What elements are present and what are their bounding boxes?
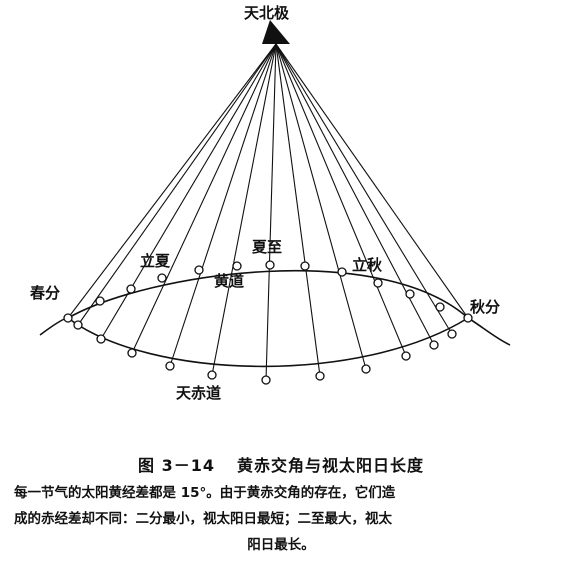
ecliptic-curve [67,270,469,319]
ecliptic-term-point [126,284,136,294]
ecliptic-term-point [232,261,242,271]
ecliptic-term-point [194,265,204,275]
caption-line-1: 每一节气的太阳黄经差都是 15°。由于黄赤交角的存在，它们造 [14,485,396,501]
figure-title: 黄赤交角与视太阳日长度 [236,456,424,475]
meridian-line [275,43,469,319]
meridian-line [275,43,367,370]
figure-number: 图 3－14 [138,456,215,475]
ecliptic-equator-diagram: 天北极 春分 秋分 立夏 夏至 立秋 黄道 天赤道 [30,4,511,402]
caption-line-2: 成的赤经差却不同：二分最小，视太阳日最短；二至最大，视太 [14,511,392,527]
meridian-line [275,43,435,346]
ecliptic-term-point [300,261,310,271]
meridian-line [265,43,277,381]
equator-term-point [401,351,411,361]
equator-term-point [96,334,106,344]
ecliptic-label: 黄道 [214,272,244,290]
meridian-line [275,43,407,357]
equator-term-point [165,361,175,371]
meridian-line [275,43,321,377]
north-pole-label: 天北极 [244,4,290,22]
start-summer-label: 立夏 [140,252,171,270]
hour-circle-lines [67,43,469,381]
meridian-line [131,43,277,354]
caption-line-3: 阳日最长。 [247,537,315,553]
meridian-line [211,43,277,376]
ecliptic-term-point [435,302,445,312]
start-autumn-label: 立秋 [352,256,383,274]
ecliptic-term-point [95,296,105,306]
equator-term-point [73,320,83,330]
autumn-equinox-label: 秋分 [470,298,500,316]
equator-term-point [127,348,137,358]
equator-term-point [429,340,439,350]
ecliptic-term-point [463,313,473,323]
meridian-line [67,43,277,319]
ecliptic-term-point [337,267,347,277]
meridian-line [275,43,453,335]
solar-term-points [63,260,473,385]
celestial-equator-curve [39,317,511,368]
ecliptic-term-point [157,273,167,283]
spring-equinox-label: 春分 [30,284,60,302]
figure-caption-title: 图 3－14 黄赤交角与视太阳日长度 [0,452,562,476]
ecliptic-term-point [373,278,383,288]
equator-term-point [207,370,217,380]
equator-term-point [361,364,371,374]
celestial-equator-label: 天赤道 [176,384,221,402]
ecliptic-term-point [405,289,415,299]
celestial-north-pole-marker [262,20,290,44]
equator-term-point [315,371,325,381]
ecliptic-term-point [265,260,275,270]
summer-solstice-label: 夏至 [251,238,282,256]
equator-term-point [447,329,457,339]
ecliptic-term-point [63,313,73,323]
equator-term-point [261,375,271,385]
meridian-line [169,43,277,367]
meridian-line [77,43,277,326]
